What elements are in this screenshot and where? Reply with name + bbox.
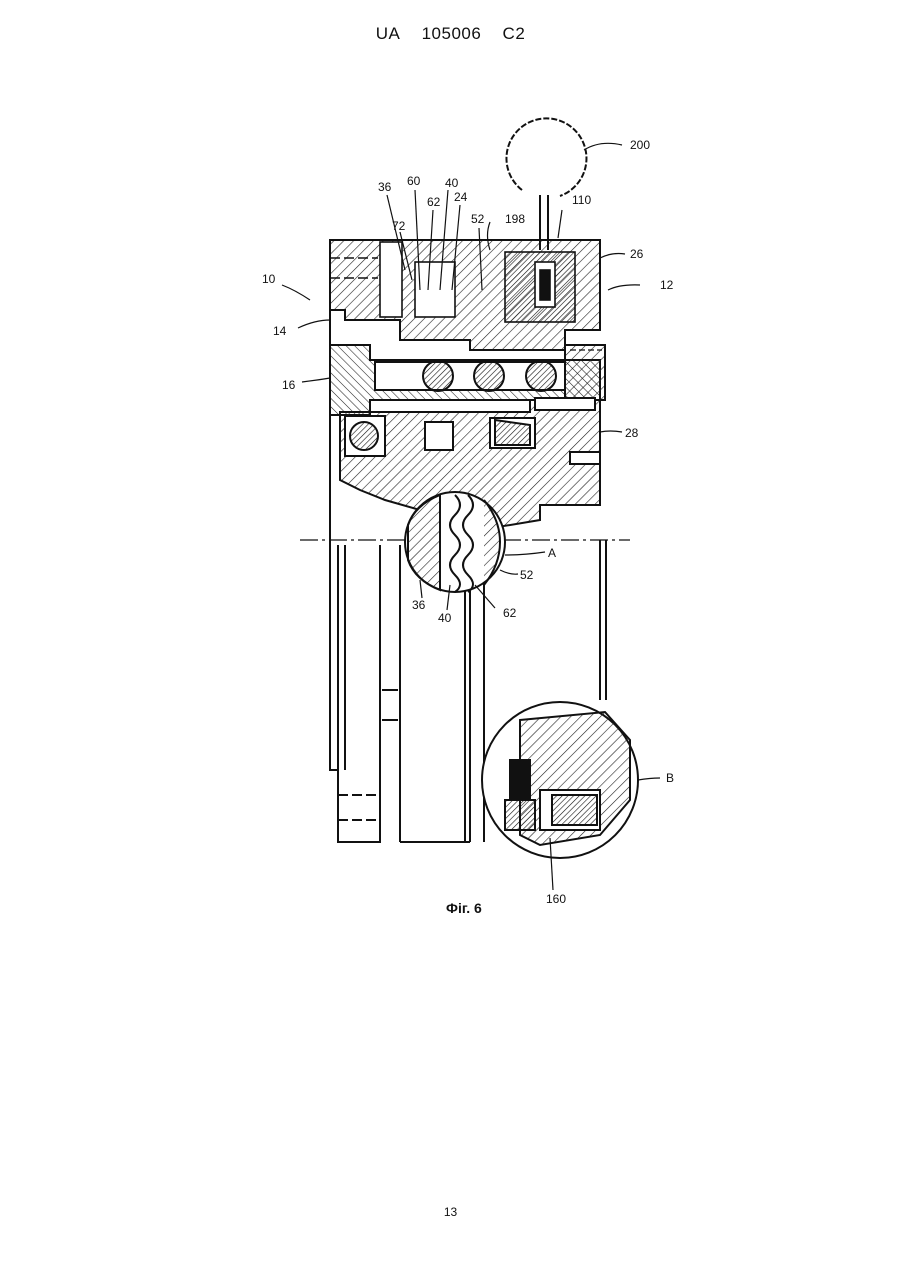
label-72: 72: [392, 219, 406, 233]
detail-b: [482, 702, 638, 858]
label-28: 28: [625, 426, 639, 440]
label-24: 24: [454, 190, 468, 204]
label-52-bottom: 52: [520, 568, 534, 582]
label-62-top: 62: [427, 195, 441, 209]
label-60: 60: [407, 174, 421, 188]
label-160: 160: [546, 892, 566, 906]
label-110: 110: [572, 193, 591, 207]
label-36-top: 36: [378, 180, 392, 194]
label-26: 26: [630, 247, 644, 261]
label-62-bottom: 62: [503, 606, 517, 620]
detail-a: [405, 492, 505, 592]
label-36-bottom: 36: [412, 598, 426, 612]
label-12: 12: [660, 278, 674, 292]
figure-caption: Фіг. 6: [446, 900, 482, 916]
label-a: A: [548, 546, 556, 560]
label-52-top: 52: [471, 212, 485, 226]
ring-200: [506, 118, 586, 250]
label-40-top: 40: [445, 176, 459, 190]
page-number: 13: [0, 1205, 901, 1219]
label-16: 16: [282, 378, 296, 392]
label-b: B: [666, 771, 674, 785]
label-14: 14: [273, 324, 287, 338]
label-198: 198: [505, 212, 525, 226]
label-40-bottom: 40: [438, 611, 452, 625]
label-10: 10: [262, 272, 276, 286]
label-200: 200: [630, 138, 650, 152]
